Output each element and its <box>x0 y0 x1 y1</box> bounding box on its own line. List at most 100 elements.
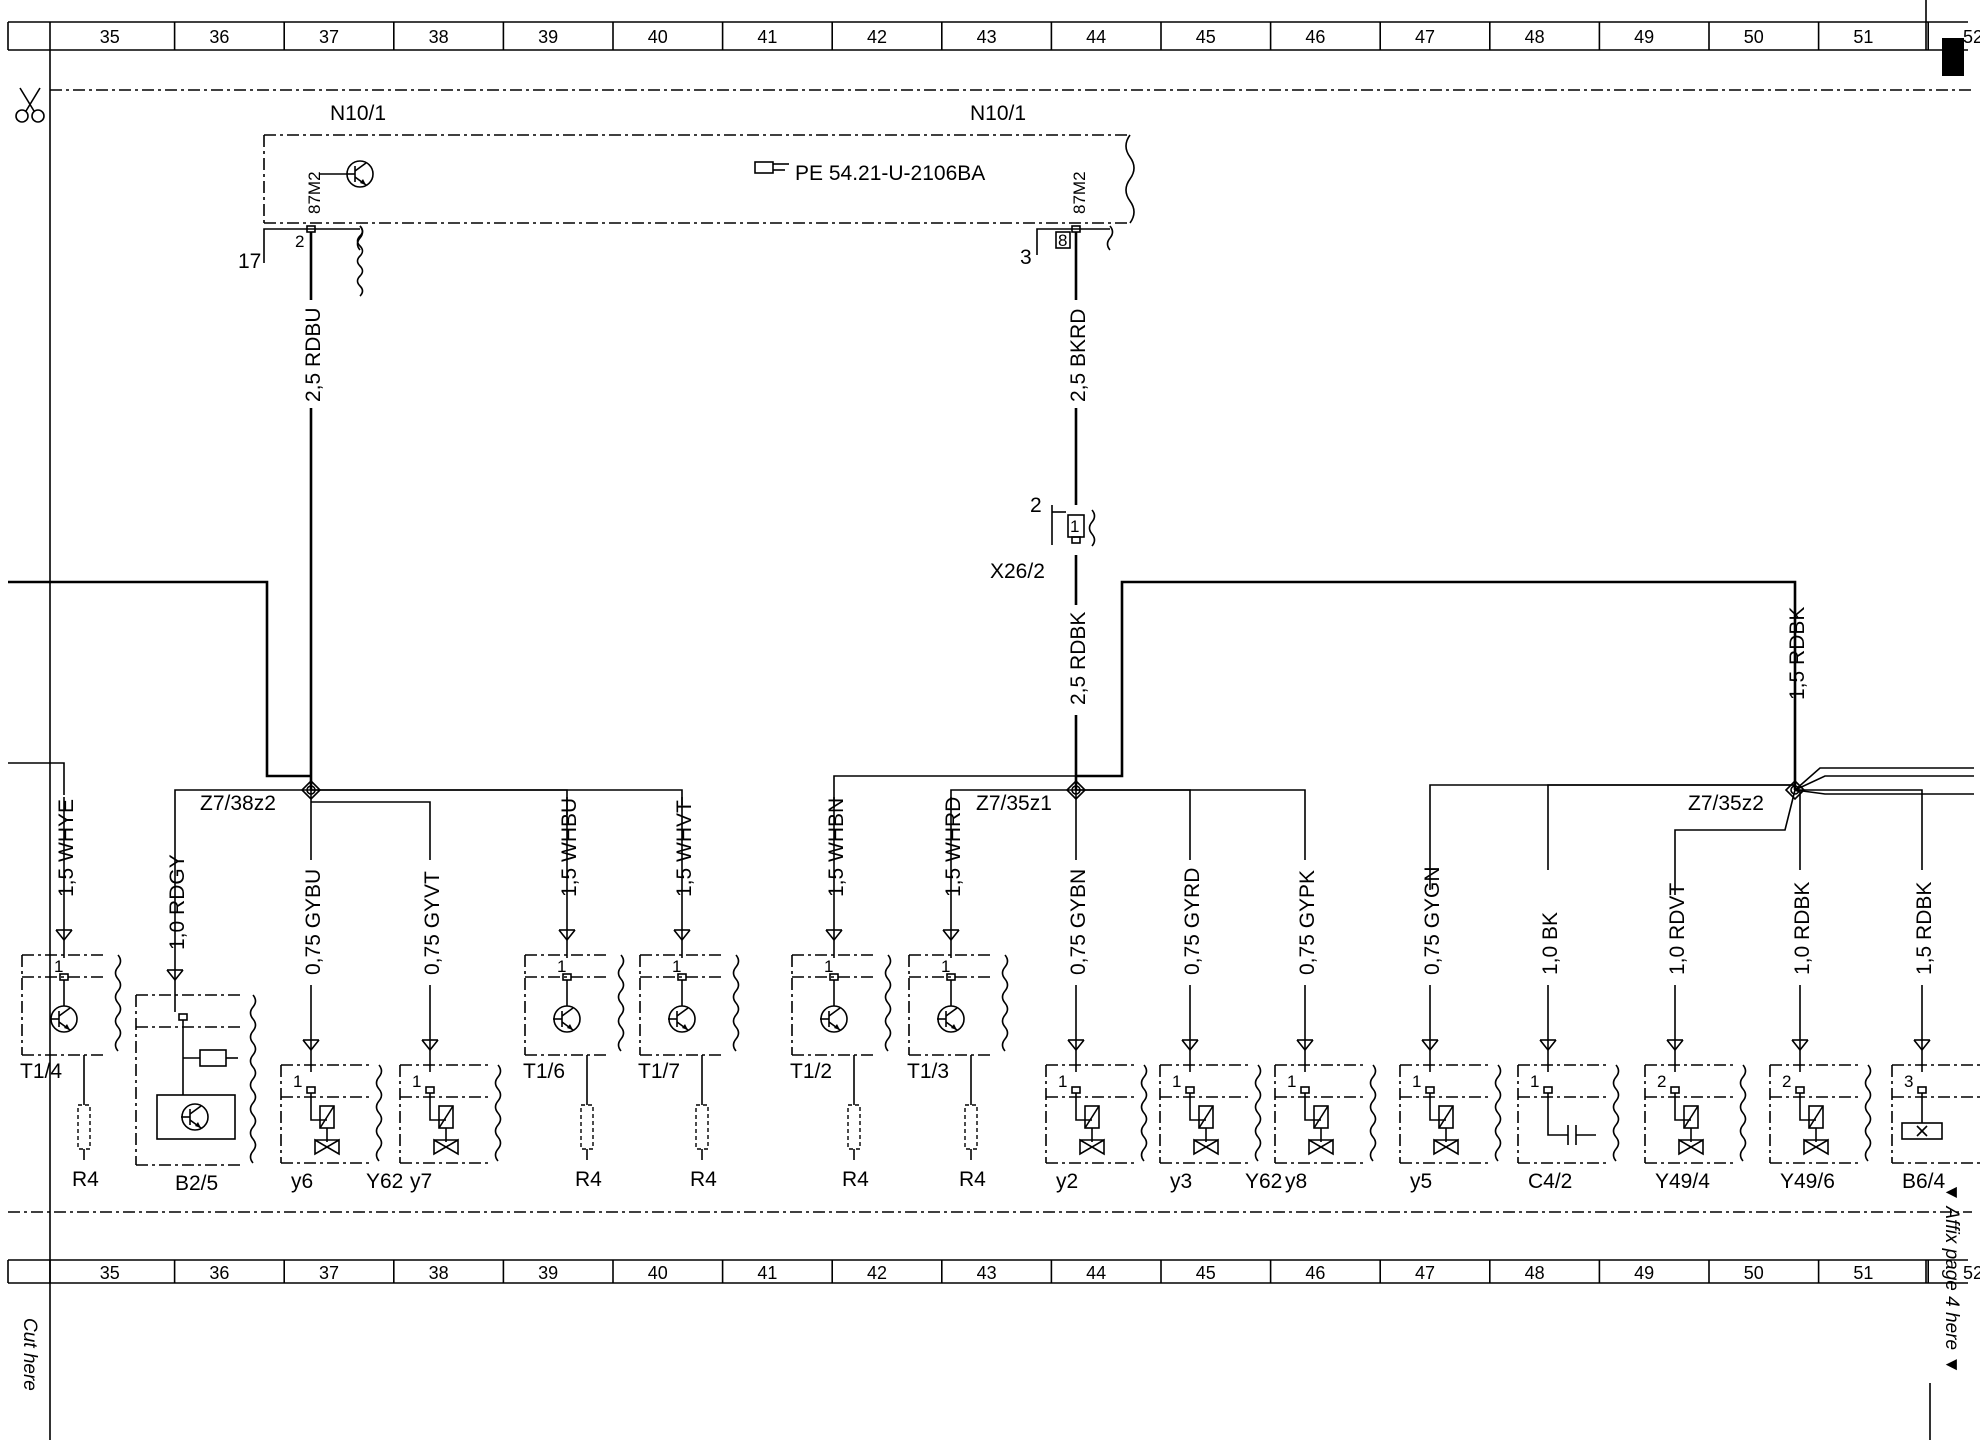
ruler-top-number: 49 <box>1634 27 1654 47</box>
splice-label-right: Z7/35z2 <box>1688 792 1764 815</box>
component-label: B2/5 <box>175 1172 218 1195</box>
ruler-bottom-number: 51 <box>1853 1263 1873 1283</box>
valve-icon <box>1803 1105 1829 1155</box>
pin-number: 1 <box>412 1072 421 1091</box>
transistor-icon <box>180 1103 209 1131</box>
control-unit-label-left: N10/1 <box>330 102 386 125</box>
terminal-17: 17 <box>238 250 261 273</box>
pin-label-right: 87M2 <box>1070 171 1089 214</box>
wire-label-rdbu: 2,5 RDBU <box>302 307 325 402</box>
valve-icon <box>1308 1105 1334 1155</box>
ruler-top-number: 40 <box>648 27 668 47</box>
sub-label: R4 <box>72 1168 99 1191</box>
ruler-bottom-number: 37 <box>319 1263 339 1283</box>
pin-number: 1 <box>54 957 63 976</box>
component-label: y8 <box>1285 1170 1307 1193</box>
ruler-bottom-number: 42 <box>867 1263 887 1283</box>
valve-icon <box>314 1105 340 1155</box>
pin-number: 1 <box>824 957 833 976</box>
ruler-top-number: 50 <box>1744 27 1764 47</box>
wire-label-bkrd: 2,5 BKRD <box>1067 309 1090 402</box>
transistor-icon <box>936 1005 965 1033</box>
connector-pin-2: 2 17 <box>238 225 364 297</box>
ruler-top-number: 38 <box>429 27 449 47</box>
component-label: T1/2 <box>790 1060 832 1083</box>
connector-pin-8: 8 3 <box>1020 225 1114 269</box>
sub-label: Y62 <box>1245 1170 1282 1193</box>
wire-label: 1,0 BK <box>1539 912 1562 975</box>
ruler-top-number: 51 <box>1853 27 1873 47</box>
splice-label-left: Z7/38z2 <box>200 792 276 815</box>
valve-icon <box>433 1105 459 1155</box>
pin-number: 1 <box>557 957 566 976</box>
component-label: Y49/4 <box>1655 1170 1710 1193</box>
component-label: y2 <box>1056 1170 1078 1193</box>
ruler-bottom-number: 52 <box>1963 1263 1980 1283</box>
sub-label: R4 <box>690 1168 717 1191</box>
ruler-bottom-number: 35 <box>100 1263 120 1283</box>
wire-label: 1,0 RDVT <box>1666 883 1689 975</box>
ruler-top-number: 36 <box>209 27 229 47</box>
ruler-bottom-number: 44 <box>1086 1263 1106 1283</box>
sub-label: R4 <box>842 1168 869 1191</box>
ruler-top-number: 35 <box>100 27 120 47</box>
transistor-icon <box>49 1005 78 1033</box>
hand-pointer-icon <box>754 161 789 174</box>
wire-label: 0,75 GYRD <box>1181 868 1204 975</box>
ruler-top-number: 52 <box>1963 27 1980 47</box>
x26-pin-1: 1 <box>1070 517 1079 536</box>
component-label: T1/7 <box>638 1060 680 1083</box>
ruler-bottom-number: 50 <box>1744 1263 1764 1283</box>
ruler-bottom-number: 41 <box>757 1263 777 1283</box>
ruler-bottom-number: 38 <box>429 1263 449 1283</box>
wire-label: 1,5 WHVT <box>673 800 696 897</box>
ruler-top-number: 37 <box>319 27 339 47</box>
cut-here-label: Cut here <box>19 1318 40 1391</box>
transistor-icon <box>345 160 374 188</box>
transistor-icon <box>667 1005 696 1033</box>
wire-label: 1,0 RDBK <box>1791 882 1814 975</box>
pin-number: 2 <box>1657 1072 1666 1091</box>
pin-number: 1 <box>1172 1072 1181 1091</box>
wire-label: 1,5 WHRD <box>942 797 965 897</box>
cut-lines <box>8 50 1972 1440</box>
ruler-bottom-number: 48 <box>1525 1263 1545 1283</box>
wire-label: 1,5 WHBU <box>558 798 581 897</box>
transistor-icon <box>819 1005 848 1033</box>
pin-number: 1 <box>1287 1072 1296 1091</box>
ruler-top-number: 41 <box>757 27 777 47</box>
ruler-bottom-number: 46 <box>1305 1263 1325 1283</box>
scissors-icon <box>15 87 45 123</box>
control-unit-label-right: N10/1 <box>970 102 1026 125</box>
wire-label: 1,5 WHYE <box>55 799 78 897</box>
pin-number: 1 <box>293 1072 302 1091</box>
component-label: Y49/6 <box>1780 1170 1835 1193</box>
ruler-top-number: 44 <box>1086 27 1106 47</box>
main-wires <box>8 232 1974 895</box>
terminal-3: 3 <box>1020 246 1032 269</box>
heater-icon <box>1901 1122 1943 1140</box>
ruler-top-number: 46 <box>1305 27 1325 47</box>
pin-label-left: 87M2 <box>305 171 324 214</box>
valve-icon <box>1079 1105 1105 1155</box>
component-label: T1/4 <box>20 1060 62 1083</box>
pin-2-number: 2 <box>295 232 304 251</box>
sub-label: R4 <box>959 1168 986 1191</box>
wire-label: 0,75 GYBN <box>1067 869 1090 975</box>
component-label: C4/2 <box>1528 1170 1572 1193</box>
valve-icon <box>1193 1105 1219 1155</box>
pin-number: 1 <box>941 957 950 976</box>
wire-label: 0,75 GYPK <box>1296 870 1319 975</box>
ruler-bottom-number: 45 <box>1196 1263 1216 1283</box>
